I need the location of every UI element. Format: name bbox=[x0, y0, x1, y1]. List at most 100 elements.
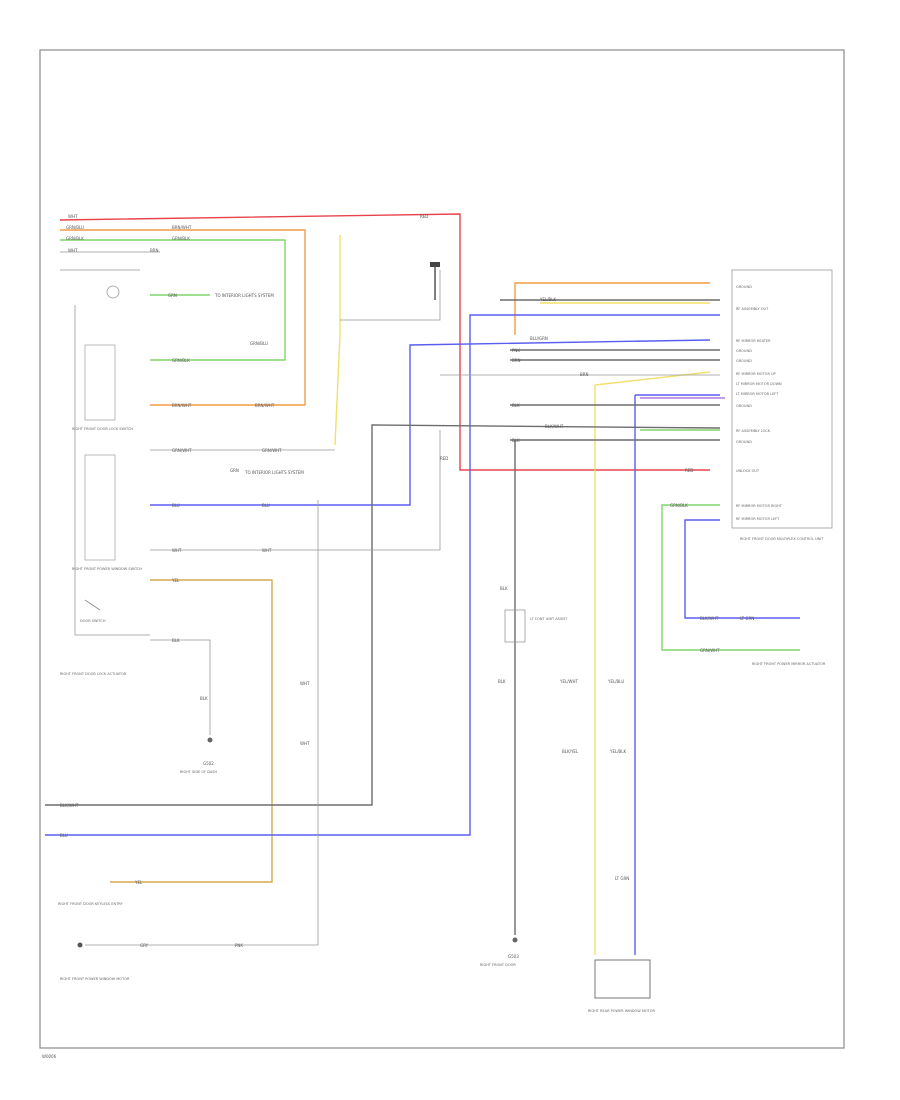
label-bluyel: YEL/BLU bbox=[607, 679, 624, 684]
wire-red-top bbox=[59, 213, 710, 471]
lock-actuator-icon bbox=[77, 942, 83, 948]
label-blkyel: BLK/YEL bbox=[562, 749, 579, 754]
label-window-motor: RIGHT REAR POWER WINDOW MOTOR bbox=[588, 1009, 656, 1013]
label-brn4: BRN bbox=[580, 372, 589, 377]
label-blk5: BLK bbox=[500, 586, 508, 591]
label-blugrn: BLU/GRN bbox=[530, 336, 548, 341]
label-red: RED bbox=[420, 214, 428, 219]
pin-9: GROUND bbox=[736, 404, 752, 408]
pin-12: UNLOCK OUT bbox=[736, 469, 760, 473]
label-lt-cont: LT CONT UNIT ASSIST bbox=[530, 617, 568, 621]
footer-code: W0006 bbox=[42, 1054, 57, 1059]
label-yelwht: YEL/WHT bbox=[559, 679, 579, 684]
wire-blue-bottom bbox=[45, 314, 720, 836]
pin-7: LT MIRROR MOTOR DOWN bbox=[736, 382, 782, 386]
label-blu3: BLU bbox=[60, 833, 68, 838]
wire-blue-left bbox=[150, 339, 711, 506]
label-rf-lock-sw: RIGHT FRONT DOOR LOCK SWITCH bbox=[72, 427, 133, 431]
pin-6: RF MIRROR MOTOR UP bbox=[736, 372, 776, 376]
label-blk4: BLK bbox=[512, 438, 520, 443]
label-wht3: WHT bbox=[300, 681, 310, 686]
wire-gray-8 bbox=[150, 639, 211, 735]
wire-gray-6 bbox=[150, 430, 441, 551]
label-interior-lights2: TO INTERIOR LIGHTS SYSTEM bbox=[244, 470, 304, 475]
wire-gray-11 bbox=[340, 270, 441, 321]
label-brnwht2: BRN/WHT bbox=[172, 403, 192, 408]
wire-tan bbox=[110, 579, 273, 883]
pin-3: RF MIRROR HEATER bbox=[736, 339, 771, 343]
label-gry: GRY bbox=[140, 943, 149, 948]
label-brn: BRN bbox=[150, 248, 159, 253]
label-pnk2: PNK bbox=[512, 348, 520, 353]
label-wht2b: WHT bbox=[262, 548, 272, 553]
label-grnwht2: GRN/WHT bbox=[262, 448, 282, 453]
label-yel: YEL bbox=[171, 578, 180, 583]
label-grnwht: GRN/WHT bbox=[172, 448, 192, 453]
label-yelblk2: YEL/BLK bbox=[609, 749, 627, 754]
label-g-ground2: G503 bbox=[508, 954, 519, 959]
fuse-cap-icon bbox=[430, 262, 440, 267]
wire-gray-10 bbox=[85, 500, 319, 946]
wire-yellow-right bbox=[594, 371, 711, 955]
pin-4: GROUND bbox=[736, 349, 752, 353]
wire-green-left bbox=[60, 239, 286, 361]
label-g-ground: G502 bbox=[203, 761, 214, 766]
label-grnblk4: GRN/BLK bbox=[670, 503, 688, 508]
lock-switch-box bbox=[84, 344, 116, 421]
label-grnblu: GRN/BLU bbox=[66, 225, 84, 230]
pin-5: GROUND bbox=[736, 359, 752, 363]
wire-yellow-mid bbox=[334, 235, 341, 446]
label-grnwht3: GRN/WHT bbox=[700, 648, 720, 653]
ground-point2-icon bbox=[512, 937, 518, 943]
label-door-switch: DOOR SWITCH bbox=[80, 619, 106, 623]
label-lf-lock: RIGHT FRONT DOOR LOCK ACTUATOR bbox=[60, 672, 127, 676]
pin-13: RF MIRROR MOTOR RIGHT bbox=[736, 504, 783, 508]
label-yelblk: YEL/BLK bbox=[539, 297, 557, 302]
label-wht2: WHT bbox=[68, 248, 78, 253]
pin-8: LT MIRROR MOTOR LEFT bbox=[736, 392, 779, 396]
pin-14: RF MIRROR MOTOR LEFT bbox=[736, 517, 780, 521]
wire-orange-left bbox=[60, 229, 306, 406]
label-rf-keyless: RIGHT FRONT DOOR KEYLESS ENTRY bbox=[58, 902, 123, 906]
label-grnblk: GRN/BLK bbox=[66, 236, 84, 241]
pin-1: GROUND bbox=[736, 285, 752, 289]
label-rf-window-sw: RIGHT FRONT POWER WINDOW SWITCH bbox=[72, 567, 142, 571]
label-rf-window-motor: RIGHT FRONT POWER WINDOW MOTOR bbox=[60, 977, 130, 981]
label-blk3: BLK bbox=[512, 403, 520, 408]
label-yel2: YEL bbox=[134, 880, 143, 885]
window-motor-box bbox=[594, 959, 651, 999]
door-switch-icon bbox=[84, 599, 101, 611]
label-blk6: BLK bbox=[498, 679, 506, 684]
label-blkwht: BLK/WHT bbox=[60, 803, 79, 808]
label-red2: RED bbox=[440, 456, 448, 461]
label-grnblu2: GRN/BLU bbox=[250, 341, 268, 346]
label-mirror-actuator: RIGHT FRONT POWER MIRROR ACTUATOR bbox=[752, 662, 826, 666]
label-blkwht3: BLK/WHT bbox=[700, 616, 719, 621]
label-g-ground2-desc: RIGHT FRONT DOOR bbox=[480, 963, 516, 967]
mpcu-box bbox=[731, 269, 833, 529]
label-red3: RED bbox=[685, 468, 693, 473]
label-ltgrn: LT GRN bbox=[615, 876, 629, 881]
lt-cont-box bbox=[504, 609, 526, 643]
wire-green-right bbox=[661, 504, 800, 651]
pin-10: RF ASSEMBLY LOCK bbox=[736, 429, 771, 433]
ground-point-icon bbox=[207, 737, 213, 743]
wire-gray-bottom bbox=[45, 424, 721, 806]
label-blk: BLK bbox=[172, 638, 180, 643]
pin-2: RF ASSEMBLY OUT bbox=[736, 307, 769, 311]
diagram-frame bbox=[39, 49, 845, 1049]
label-grnblk3: GRN/BLK bbox=[172, 358, 190, 363]
lamp-icon bbox=[106, 285, 120, 299]
label-grn2: GRN bbox=[230, 468, 239, 473]
label-brnwht: BRN/WHT bbox=[172, 225, 192, 230]
label-brn3: BRN bbox=[512, 358, 521, 363]
pin-11: GROUND bbox=[736, 440, 752, 444]
label-blk2: BLK bbox=[200, 696, 208, 701]
label-ltgrn2: LT GRN bbox=[740, 616, 754, 621]
label-wht4: WHT bbox=[300, 741, 310, 746]
label-pnk: PNK bbox=[235, 943, 243, 948]
label-mpcu: RIGHT FRONT DOOR MULTIPLEX CONTROL UNIT bbox=[740, 537, 824, 541]
wire-orange-right bbox=[514, 282, 710, 335]
label-brnwht3: BRN/WHT bbox=[255, 403, 275, 408]
